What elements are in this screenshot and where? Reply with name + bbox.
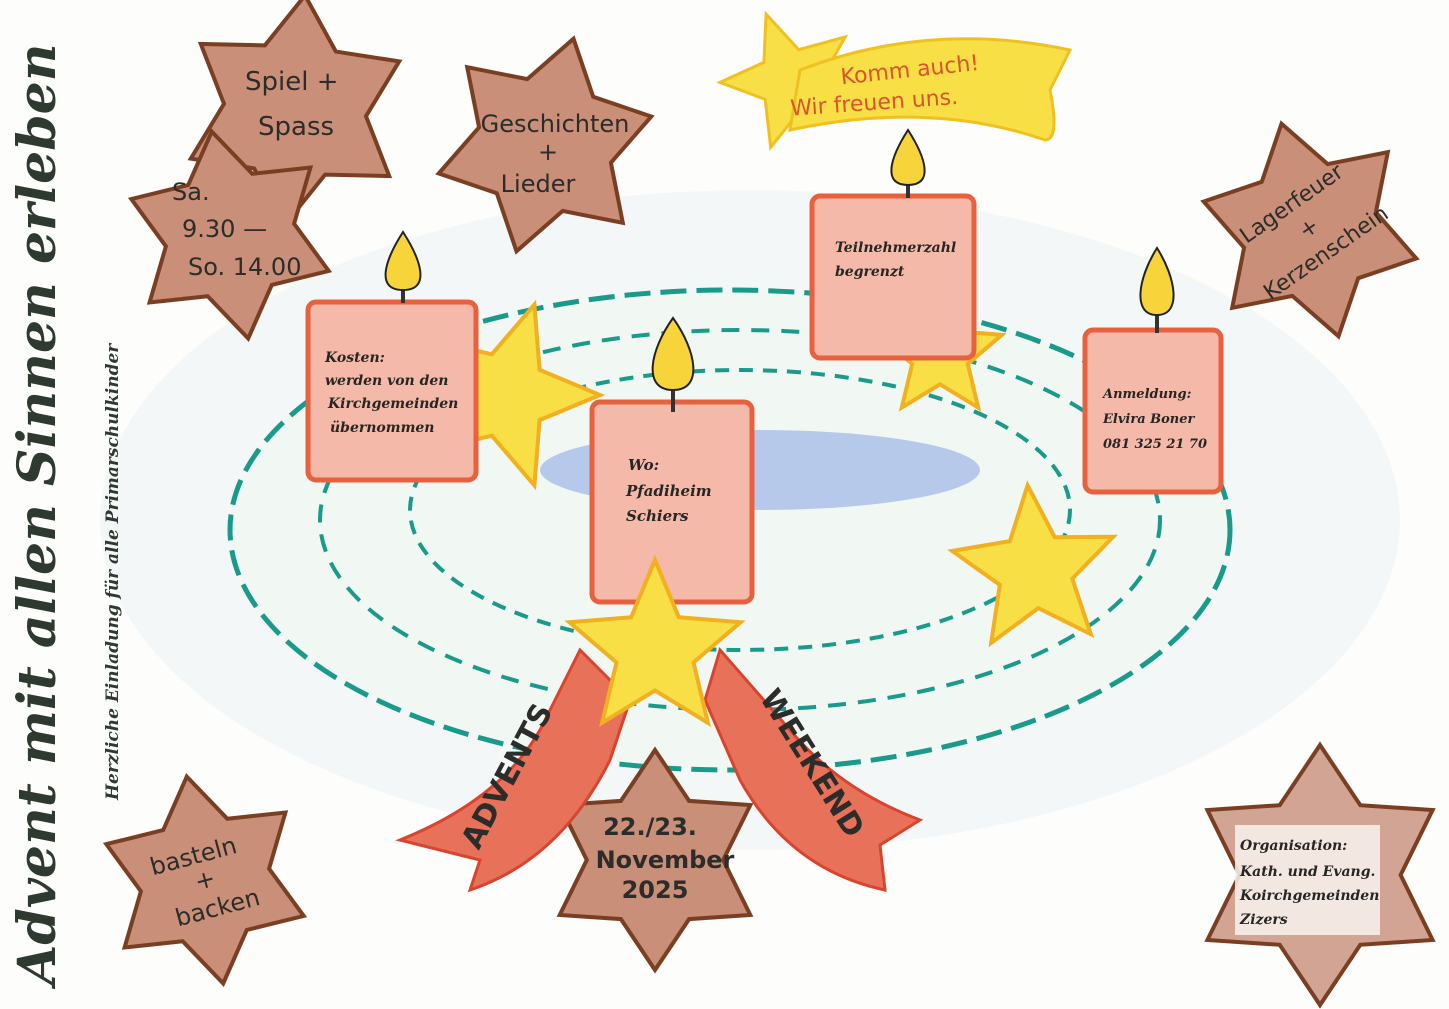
yellow-star-center <box>564 554 746 728</box>
star-lagerfeuer: Lagerfeuer+Kerzenschein <box>1200 120 1420 340</box>
ribbon: ADVENTS WEEKEND <box>395 646 924 893</box>
svg-text:Spiel +Spass: Spiel +Spass <box>245 67 339 142</box>
flame-icon <box>651 316 695 392</box>
poster-title: Advent mit allen Sinnen erleben <box>7 43 68 990</box>
flame-icon <box>1139 246 1175 317</box>
star-spiel-spass: Spiel +Spass <box>187 0 403 229</box>
flame-icon <box>384 230 422 292</box>
svg-text:Sa.9.30 —So. 14.00: Sa.9.30 —So. 14.00 <box>172 178 301 281</box>
star-geschichten-lieder: Geschichten+Lieder <box>435 35 655 255</box>
star-organisation: Organisation:Kath. und Evang.Koirchgemei… <box>1204 741 1436 1009</box>
yellow-star <box>947 480 1118 648</box>
svg-text:Organisation:Kath. und Evang.K: Organisation:Kath. und Evang.Koirchgemei… <box>1239 838 1379 928</box>
flame-icon <box>890 128 926 187</box>
poster-subtitle: Herzliche Einladung für alle Primarschul… <box>103 343 123 801</box>
star-time: Sa.9.30 —So. 14.00 <box>127 128 333 342</box>
star-basteln-backen: basteln+backen <box>102 773 308 987</box>
svg-text:Geschichten+Lieder: Geschichten+Lieder <box>481 110 630 198</box>
shooting-star-banner: Komm auch! Wir freuen uns. <box>716 10 1073 152</box>
